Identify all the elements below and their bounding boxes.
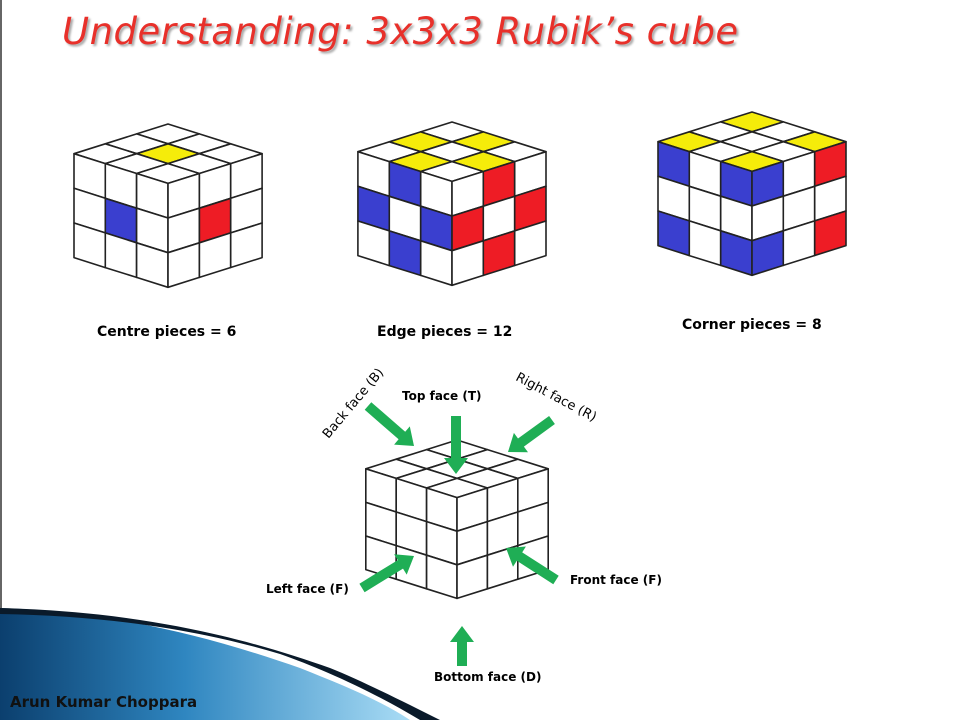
bottom-face-arrow [450,626,474,666]
front-face-arrow [506,546,559,585]
face-arrows [359,402,559,666]
left-face-arrow [359,554,414,593]
page-title: Understanding: 3x3x3 Rubik’s cube [62,10,739,53]
corner-pieces-caption: Corner pieces = 8 [682,317,822,333]
edge-pieces-caption: Edge pieces = 12 [377,324,513,340]
right-sticker [513,220,547,267]
front-face-label: Front face (F) [570,573,662,587]
author-name: Arun Kumar Choppara [10,693,198,711]
top-face-label: Top face (T) [402,389,482,403]
corner-pieces-cube [657,111,847,277]
centre-pieces-cube [73,123,263,289]
right-sticker [229,222,263,269]
centre-pieces-caption: Centre pieces = 6 [97,324,237,340]
left-face-label: Left face (F) [266,582,349,596]
back-face-arrow [364,402,414,446]
face-names-cube [364,439,550,600]
right-face-arrow [508,416,555,453]
edge-pieces-cube [357,121,547,287]
right-sticker [813,210,847,257]
top-face-arrow [444,416,468,474]
bottom-face-label: Bottom face (D) [434,670,542,684]
